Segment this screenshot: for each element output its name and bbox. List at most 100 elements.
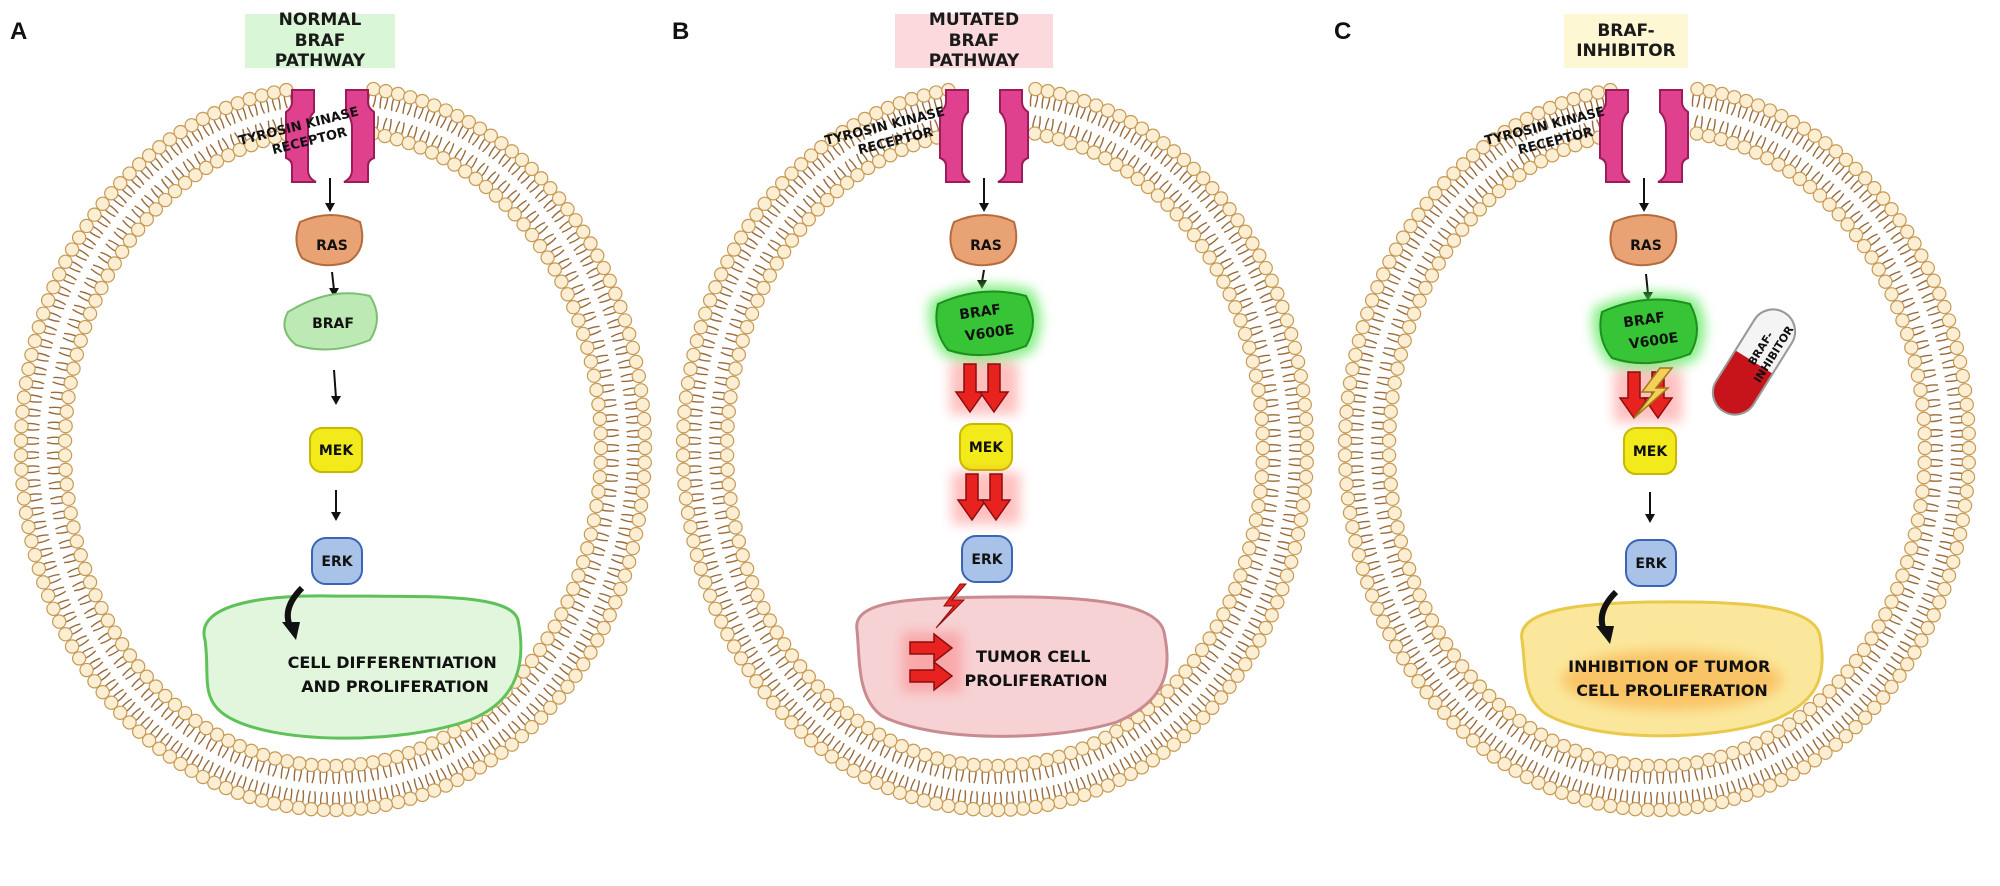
lipid-head [635,397,650,412]
lipid-head [232,738,247,754]
lipid-head [592,411,608,427]
lipid-head [104,186,119,201]
lipid-head [591,484,606,499]
lipid-head [1397,548,1412,563]
lipid-head [1028,799,1043,815]
lipid-head [810,202,826,217]
lipid-head [1907,236,1922,251]
lipid-head [378,797,394,812]
pathway-diagram: TYROSIN KINASE RECEPTOR RAS BRAF MEK ERK… [13,81,653,818]
lipid-head [1342,505,1358,521]
ras-label: RAS [316,238,348,254]
lipid-head [721,404,736,419]
lipid-head [1531,775,1546,790]
lipid-head [1848,161,1863,177]
lipid-head [59,404,74,419]
lipid-head [1812,693,1828,708]
lipid-head [677,476,692,492]
lipid-head [871,727,887,742]
lipid-head [566,300,581,315]
lipid-head [1910,513,1926,528]
lipid-head [1848,653,1864,669]
lipid-head [13,433,29,448]
lipid-head [131,157,147,172]
lipid-head [77,561,93,577]
lipid-head [1616,756,1631,771]
lipid-head [1186,719,1201,735]
lipid-head [966,757,981,773]
lipid-head [66,361,81,376]
lipid-head [621,326,637,342]
lipid-head [1702,797,1718,812]
mek-protein: MEK [1623,427,1677,475]
lipid-head [978,802,993,818]
lipid-head [1205,181,1220,196]
curved-arrow [1596,589,1619,644]
lipid-head [1714,794,1730,810]
curved-arrow [282,585,305,640]
lipid-head [366,799,381,815]
lipid-head [1355,320,1371,335]
lipid-head [291,800,306,816]
lipid-head [1401,561,1417,577]
mek-label: MEK [319,443,354,459]
arrow [325,178,335,212]
lipid-head [390,86,406,102]
lipid-head [1248,513,1264,528]
lipid-head [1867,700,1882,715]
lipid-head [1875,690,1891,705]
lipid-head [341,758,356,773]
lipid-head [1689,755,1704,770]
lipid-head [52,267,67,282]
lipid-head [1339,404,1354,420]
pathway-diagram: TYROSIN KINASE RECEPTOR RAS BRAF V600E B… [1337,81,1977,818]
lipid-head [1895,313,1910,328]
lipid-head [1388,639,1404,654]
lipid-head [1913,498,1928,514]
lipid-head [1857,710,1873,725]
lipid-head [613,581,628,597]
lipid-head [1926,608,1941,623]
lipid-head [784,166,799,181]
lipid-head [596,620,611,636]
arrow [331,369,341,405]
lipid-head [784,715,799,730]
lipid-head [1393,347,1409,362]
lipid-head [27,333,43,349]
lipid-head [820,688,835,704]
lipid-head [636,469,652,485]
panel-title: BRAF- INHIBITOR [1564,14,1688,68]
outcome-label: TUMOR CELL PROLIFERATION [965,647,1108,690]
lipid-head [1401,319,1417,335]
lipid-head [1796,121,1812,136]
lipid-head [625,540,641,556]
lipid-head [1123,766,1138,782]
lipid-head [1739,93,1754,109]
lipid-head [472,121,488,136]
lipid-head [580,340,595,355]
lipid-head [1739,787,1754,803]
lipid-head [57,433,73,448]
lipid-head [1088,783,1104,798]
lipid-head [1917,455,1932,470]
lipid-head [978,758,993,774]
lipid-head [1454,659,1470,674]
lipid-head [1497,124,1512,140]
panel-c: C BRAF- INHIBITOR TYROSIN KINASE RECEPTO… [1324,0,1990,886]
lipid-head [1233,568,1248,583]
lipid-head [560,202,575,217]
lipid-head [676,462,691,477]
lipid-head [94,280,109,296]
lipid-head [762,613,778,628]
lipid-head [749,207,764,222]
lipid-head [184,118,199,133]
lipid-head [1109,724,1124,739]
lipid-head [328,802,344,818]
lipid-head [107,625,122,640]
lipid-head [1040,84,1056,99]
lipid-head [547,619,562,634]
lipid-head [1176,152,1192,168]
lipid-head [776,637,792,652]
panel-title: MUTATED BRAF PATHWAY [895,10,1053,71]
lipid-head [141,148,157,163]
